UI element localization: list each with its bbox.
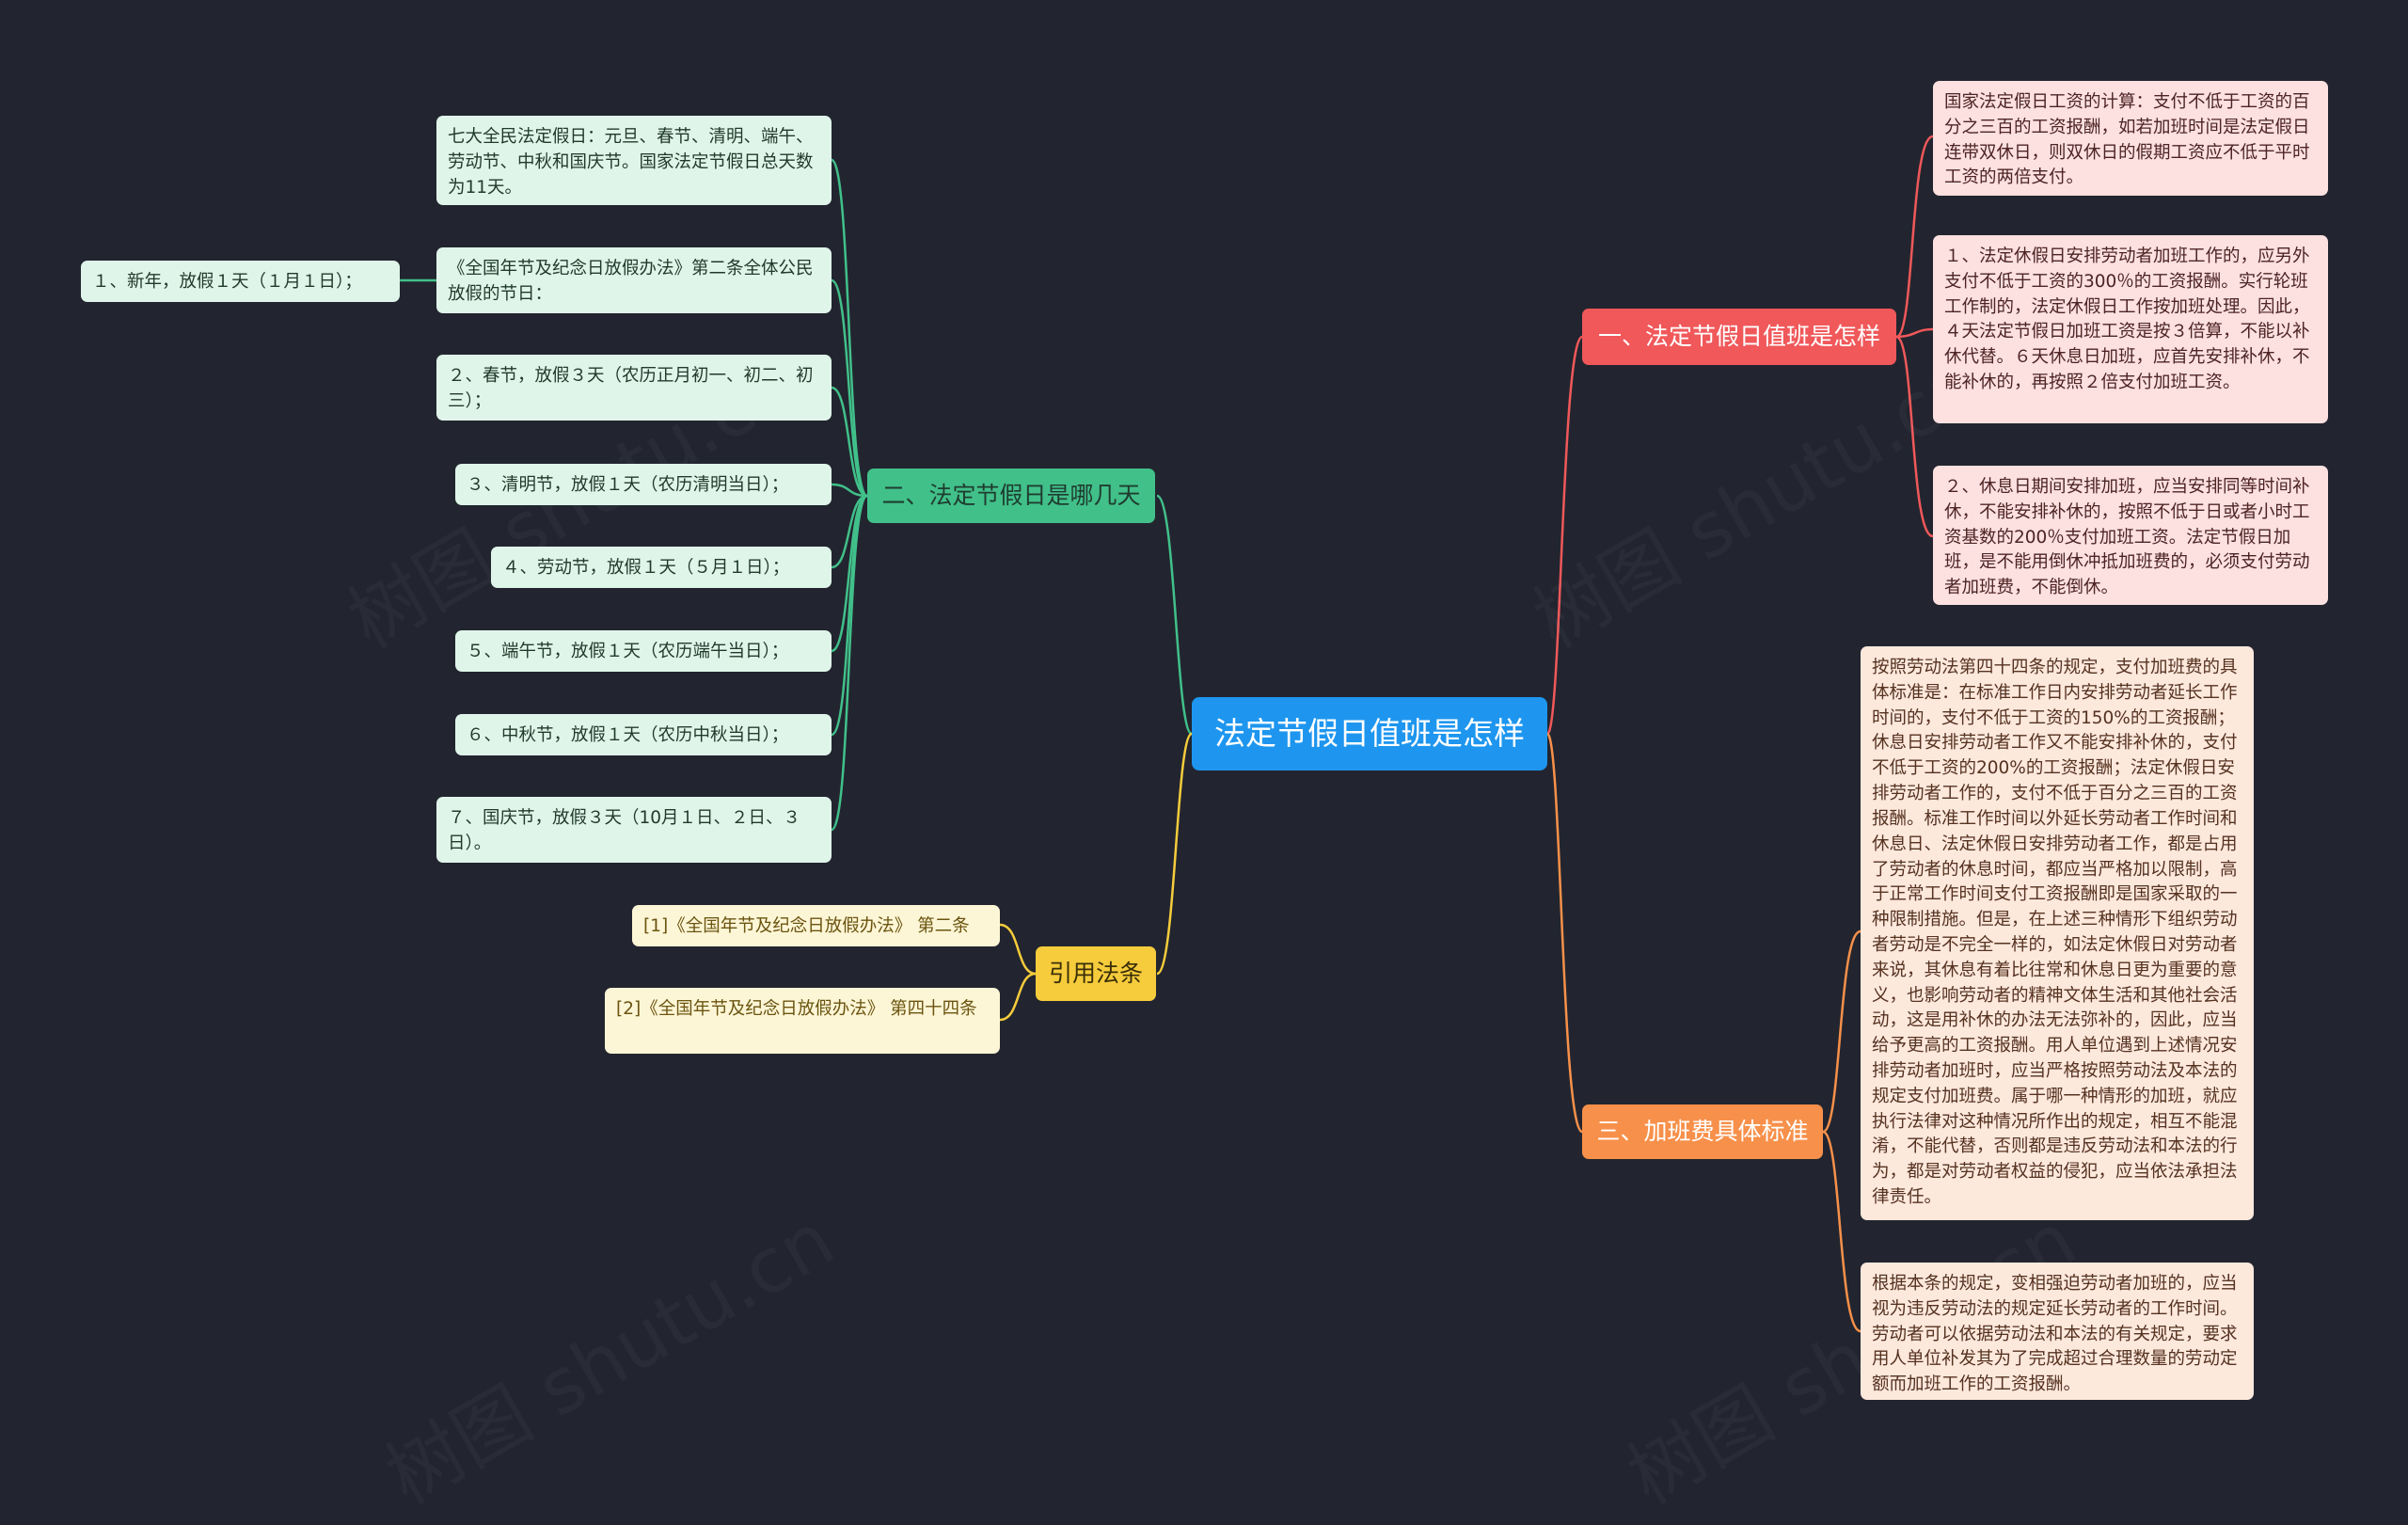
link-center-orange bbox=[1545, 732, 1584, 1134]
link-green-leaf-4 bbox=[831, 483, 868, 498]
center-topic[interactable]: 法定节假日值班是怎样 bbox=[1192, 697, 1547, 770]
leaf-restday-overtime-rule[interactable]: ２、休息日期间安排加班，应当安排同等时间补休，不能安排补休的，按照不低于日或者小… bbox=[1933, 466, 2328, 605]
link-red-leaf-2 bbox=[1895, 327, 1934, 339]
leaf-new-year[interactable]: １、新年，放假１天（１月１日）； bbox=[81, 261, 400, 302]
branch-overtime-pay-standard[interactable]: 三、加班费具体标准 bbox=[1582, 1104, 1823, 1159]
leaf-national-day[interactable]: ７、国庆节，放假３天（10月１日、２日、３日）。 bbox=[436, 797, 832, 863]
link-green-leaf-5 bbox=[831, 494, 868, 569]
leaf-spring-festival[interactable]: ２、春节，放假３天（农历正月初一、初二、初三）； bbox=[436, 355, 832, 421]
leaf-holiday-regulation-article-2[interactable]: 《全国年节及纪念日放假办法》第二条全体公民放假的节日： bbox=[436, 247, 832, 313]
leaf-citation-2[interactable]: [2]《全国年节及纪念日放假办法》 第四十四条 bbox=[605, 988, 1000, 1054]
leaf-forced-overtime-rule[interactable]: 根据本条的规定，变相强迫劳动者加班的，应当视为违反劳动法的规定延长劳动者的工作时… bbox=[1861, 1263, 2254, 1400]
branch-overtime-topic[interactable]: 一、法定节假日值班是怎样 bbox=[1582, 309, 1896, 365]
link-orange-leaf-1 bbox=[1822, 929, 1861, 1134]
leaf-seven-holidays[interactable]: 七大全民法定假日：元旦、春节、清明、端午、劳动节、中秋和国庆节。国家法定节假日总… bbox=[436, 116, 832, 205]
leaf-dragon-boat[interactable]: ５、端午节，放假１天（农历端午当日）； bbox=[455, 630, 832, 672]
leaf-mid-autumn[interactable]: ６、中秋节，放假１天（农历中秋当日）； bbox=[455, 714, 832, 755]
leaf-labor-day[interactable]: ４、劳动节，放假１天（５月１日）； bbox=[491, 547, 832, 588]
connector-lines bbox=[400, 135, 1934, 1333]
link-red-leaf-3 bbox=[1895, 335, 1934, 538]
link-green-leaf-8 bbox=[830, 494, 869, 832]
leaf-labor-law-article-44[interactable]: 按照劳动法第四十四条的规定，支付加班费的具体标准是：在标准工作日内安排劳动者延长… bbox=[1861, 646, 2254, 1220]
leaf-citation-1[interactable]: [1]《全国年节及纪念日放假办法》 第二条 bbox=[632, 905, 1000, 946]
leaf-holiday-overtime-rule[interactable]: １、法定休假日安排劳动者加班工作的，应另外支付不低于工资的300％的工资报酬。实… bbox=[1933, 235, 2328, 423]
leaf-holiday-wage-calculation[interactable]: 国家法定假日工资的计算：支付不低于工资的百分之三百的工资报酬，如若加班时间是法定… bbox=[1933, 81, 2328, 196]
link-yellow-leaf-1 bbox=[999, 923, 1037, 976]
link-orange-leaf-2 bbox=[1822, 1130, 1861, 1333]
branch-cited-laws[interactable]: 引用法条 bbox=[1036, 946, 1156, 1001]
link-green-leaf-2 bbox=[831, 278, 868, 498]
link-red-leaf-1 bbox=[1895, 135, 1934, 339]
link-center-yellow bbox=[1156, 732, 1194, 976]
link-center-green bbox=[1156, 494, 1194, 736]
leaf-qingming[interactable]: ３、清明节，放假１天（农历清明当日）； bbox=[455, 464, 832, 505]
branch-legal-holidays[interactable]: 二、法定节假日是哪几天 bbox=[867, 469, 1155, 523]
link-green-leaf-3 bbox=[831, 386, 868, 498]
link-yellow-leaf-2 bbox=[999, 972, 1037, 1022]
link-green-leaf-1 bbox=[830, 158, 869, 498]
link-center-red bbox=[1545, 335, 1584, 736]
